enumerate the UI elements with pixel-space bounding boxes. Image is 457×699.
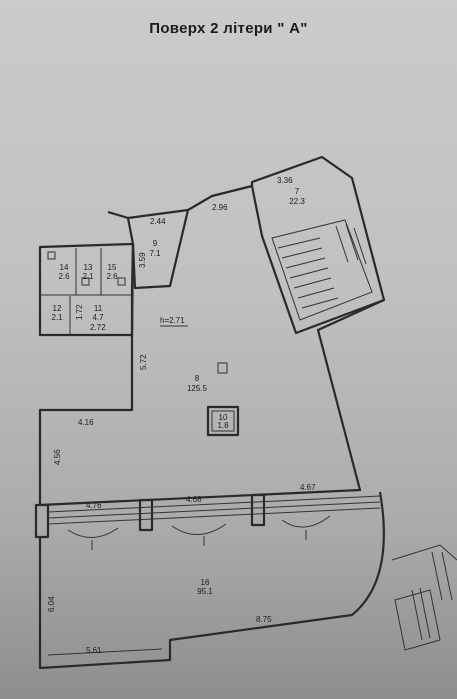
room-9-area: 7.1 [149, 249, 161, 258]
room-13-id: 13 [84, 263, 93, 272]
room-16-bottom-inner [47, 648, 163, 656]
dim-4-76: 4.76 [86, 501, 102, 510]
room-14-id: 14 [60, 263, 69, 272]
height-mark: h=2.71 [160, 316, 185, 325]
toilet-icon [81, 277, 90, 286]
dim-3-59: 3.59 [138, 252, 147, 268]
dim-5-61: 5.61 [86, 646, 102, 655]
room-10-shaft [206, 405, 240, 437]
toilet-icon [117, 277, 126, 286]
glazing-band [47, 495, 381, 525]
wc-block-wall [38, 242, 135, 337]
stair-treads [277, 223, 367, 309]
dim-2-72: 2.72 [90, 323, 106, 332]
room-16-wall [38, 491, 385, 670]
door-arc [281, 515, 331, 528]
room-11-area: 4.7 [92, 313, 104, 322]
door-arc [171, 523, 227, 535]
room-8-id: 8 [195, 374, 200, 383]
wall-stub [107, 210, 129, 220]
pillar [34, 503, 50, 539]
dim-4-16: 4.16 [78, 418, 94, 427]
dim-8-75: 8.75 [256, 615, 272, 624]
room-9-id: 9 [153, 239, 158, 248]
pillar [250, 493, 266, 527]
room-8-area: 125.5 [187, 384, 208, 393]
room-15-area: 2.6 [106, 272, 118, 281]
page-title: Поверх 2 літери " А" [149, 20, 308, 37]
room-14-area: 2.6 [58, 272, 70, 281]
door-arc [67, 527, 119, 538]
stair-inner-core [271, 219, 373, 321]
dim-1-72: 1.72 [75, 304, 84, 320]
dim-5-72: 5.72 [139, 354, 148, 370]
stair-room-7-wall [250, 185, 385, 335]
dim-2-44: 2.44 [150, 217, 166, 226]
room-16-id: 16 [201, 578, 210, 587]
outside-stair [391, 544, 457, 651]
room-13-area: 2.1 [82, 272, 94, 281]
dim-3-36: 3.36 [277, 176, 293, 185]
dim-6-04: 6.04 [47, 596, 56, 612]
outside-stair-treads [411, 551, 453, 641]
room-12-area: 2.1 [51, 313, 63, 322]
room-15-id: 15 [108, 263, 117, 272]
room-11-id: 11 [94, 304, 103, 313]
room-7-id: 7 [295, 187, 300, 196]
room-10-id: 10 [219, 413, 228, 422]
pillar [138, 498, 154, 532]
room-10-area: 1.8 [217, 421, 229, 430]
dim-4-67: 4.67 [300, 483, 316, 492]
room-7-area: 22.3 [289, 197, 305, 206]
dim-4-56: 4.56 [53, 449, 62, 465]
column-icon [217, 362, 228, 374]
dim-2-96: 2.96 [212, 203, 228, 212]
dim-4-68: 4.68 [186, 495, 202, 504]
room-10-inner [211, 410, 235, 432]
outer-wall [38, 155, 386, 507]
toilet-icon [47, 251, 56, 260]
room-16-area: 95.1 [197, 587, 213, 596]
room-12-id: 12 [53, 304, 62, 313]
room-9-wall [131, 209, 190, 290]
